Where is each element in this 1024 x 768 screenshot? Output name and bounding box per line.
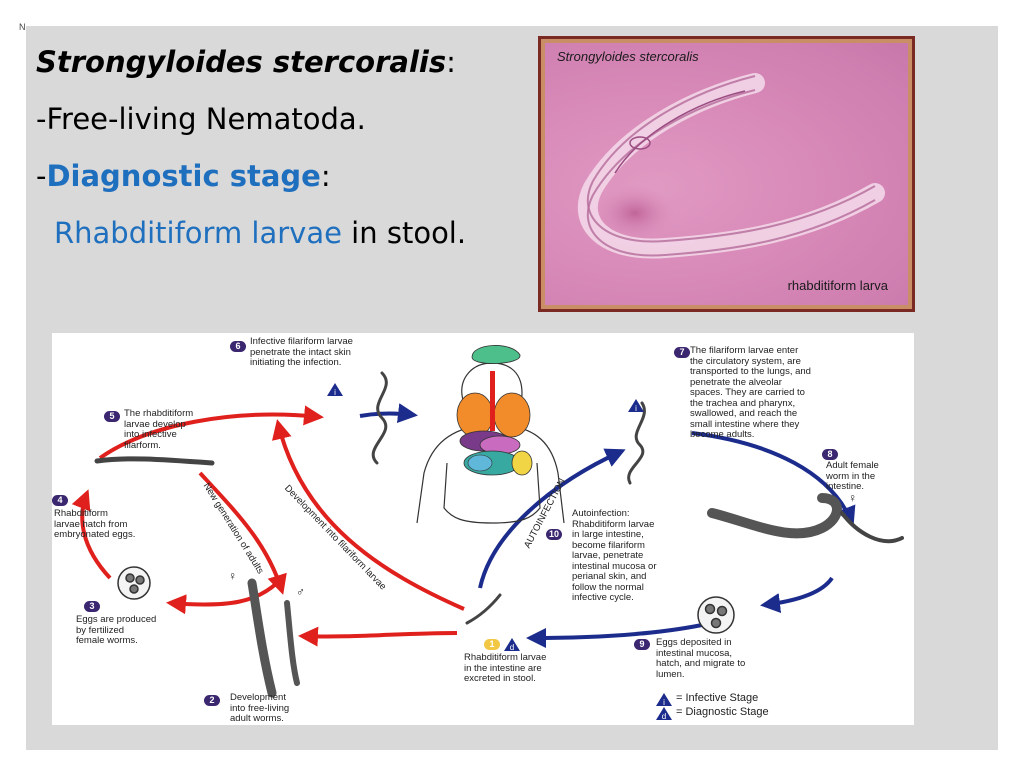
legend-infective-text: = Infective Stage — [676, 692, 759, 704]
in-stool-text: in stool. — [341, 216, 467, 250]
life-cycle-diagram: 6 Infective filariform larvae penetrate … — [52, 333, 914, 725]
step-2-badge: 2 — [204, 695, 220, 706]
legend-diagnostic-icon: d — [656, 707, 672, 720]
step-6-badge: 6 — [230, 341, 246, 352]
legend-diagnostic-text: = Diagnostic Stage — [676, 706, 769, 718]
slide-title-line: Strongyloides stercoralis: — [36, 34, 536, 91]
micrograph-caption: rhabditiform larva — [787, 278, 888, 293]
step-9-text: Eggs deposited in intestinal mucosa, hat… — [656, 637, 746, 680]
step-2-text: Development into free-living adult worms… — [230, 692, 290, 724]
infective-stage-icon-lungs-letter: i — [635, 404, 637, 412]
diagnostic-stage-icon-letter: d — [510, 643, 514, 651]
parasitic-cycle-arrows — [359, 403, 856, 648]
step-9-badge: 9 — [634, 639, 650, 650]
slide-title-colon: : — [446, 45, 456, 79]
male-symbol: ♂ — [296, 585, 305, 599]
step-8-badge: 8 — [822, 449, 838, 460]
step-7-badge: 7 — [674, 347, 690, 358]
step-10-text: Autoinfection: Rhabditiform larvae in la… — [572, 508, 657, 603]
legend-diagnostic-icon-letter: d — [662, 712, 666, 720]
slide-text: Strongyloides stercoralis: -Free-living … — [36, 34, 536, 262]
diagnostic-stage-icon: d — [504, 638, 520, 651]
step-4-badge: 4 — [52, 495, 68, 506]
larva-illustration — [577, 73, 885, 259]
step-6-text: Infective filariform larvae penetrate th… — [250, 336, 353, 368]
diagnostic-colon: : — [320, 159, 331, 193]
step-1-badge: 1 — [484, 639, 500, 650]
human-body-illustration — [416, 345, 565, 524]
legend-infective-icon-letter: i — [663, 698, 665, 706]
rhabditiform-larvae-label: Rhabditiform larvae — [54, 216, 342, 250]
step-3-text: Eggs are produced by fertilized female w… — [76, 614, 157, 646]
diagnostic-stage-label: Diagnostic stage — [46, 159, 321, 193]
worm-illustrations — [94, 371, 904, 698]
step-5-text: The rhabditiform larvae develop into inf… — [124, 408, 194, 451]
corner-mark: N — [19, 22, 26, 32]
legend-infective-icon: i — [656, 693, 672, 706]
micrograph-image: Strongyloides stercoralis rhabditiform l… — [545, 43, 908, 305]
life-cycle-drawing — [71, 345, 904, 698]
slide-line-larvae: Rhabditiform larvae in stool. — [36, 205, 536, 262]
step-5-badge: 5 — [104, 411, 120, 422]
infective-stage-icon-letter: i — [334, 388, 336, 396]
step-4-text: Rhabditiform larvae hatch from embryonat… — [54, 508, 136, 540]
micrograph-title: Strongyloides stercoralis — [557, 49, 699, 64]
slide-line-diagnostic: -Diagnostic stage: — [36, 148, 536, 205]
step-1-text: Rhabditiform larvae in the intestine are… — [464, 652, 547, 684]
step-8-text: Adult female worm in the intestine. — [826, 460, 879, 492]
micrograph-photo: Strongyloides stercoralis rhabditiform l… — [538, 36, 915, 312]
step-10-badge: 10 — [546, 529, 562, 540]
diagnostic-dash: - — [36, 159, 47, 193]
infective-stage-icon-lungs: i — [628, 399, 644, 412]
slide-line-free-living: -Free-living Nematoda. — [36, 102, 366, 136]
free-living-cycle-arrows — [71, 405, 465, 647]
female-symbol-free-living: ♀ — [228, 569, 237, 583]
egg-illustrations — [117, 566, 735, 634]
step-3-badge: 3 — [84, 601, 100, 612]
infective-stage-icon: i — [327, 383, 343, 396]
slide-title: Strongyloides stercoralis — [36, 45, 447, 79]
step-7-text: The filariform larvae enter the circulat… — [690, 345, 811, 440]
female-symbol-parasitic: ♀ — [848, 491, 857, 505]
